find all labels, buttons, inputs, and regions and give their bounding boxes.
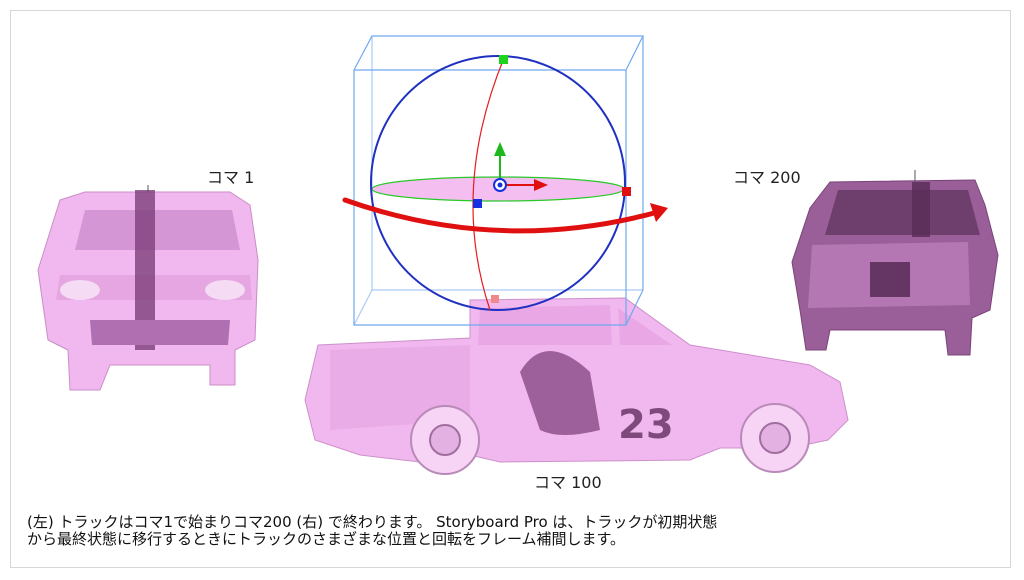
truck-number-decal: 23	[618, 402, 674, 448]
label-frame-200: コマ 200	[733, 164, 801, 188]
y-axis-handle[interactable]	[499, 55, 508, 64]
label-frame-100: コマ 100	[534, 469, 602, 493]
truck-frame-1	[38, 185, 258, 390]
z-axis-handle[interactable]	[473, 199, 482, 208]
rotation-gizmo	[371, 55, 631, 310]
bottom-handle[interactable]	[491, 295, 499, 303]
caption-line-1: (左) トラックはコマ1で始まりコマ200 (右) で終わります。 Storyb…	[27, 514, 1007, 531]
truck-frame-200	[792, 170, 998, 355]
figure-caption: (左) トラックはコマ1で始まりコマ200 (右) で終わります。 Storyb…	[27, 514, 1007, 548]
caption-line-2: から最終状態に移行するときにトラックのさまざまな位置と回転をフレーム補間します。	[27, 531, 1007, 548]
rotation-arrow	[345, 200, 668, 231]
label-frame-1: コマ 1	[207, 164, 254, 188]
x-axis-handle[interactable]	[622, 187, 631, 196]
scene-illustration: 23	[0, 0, 1024, 500]
